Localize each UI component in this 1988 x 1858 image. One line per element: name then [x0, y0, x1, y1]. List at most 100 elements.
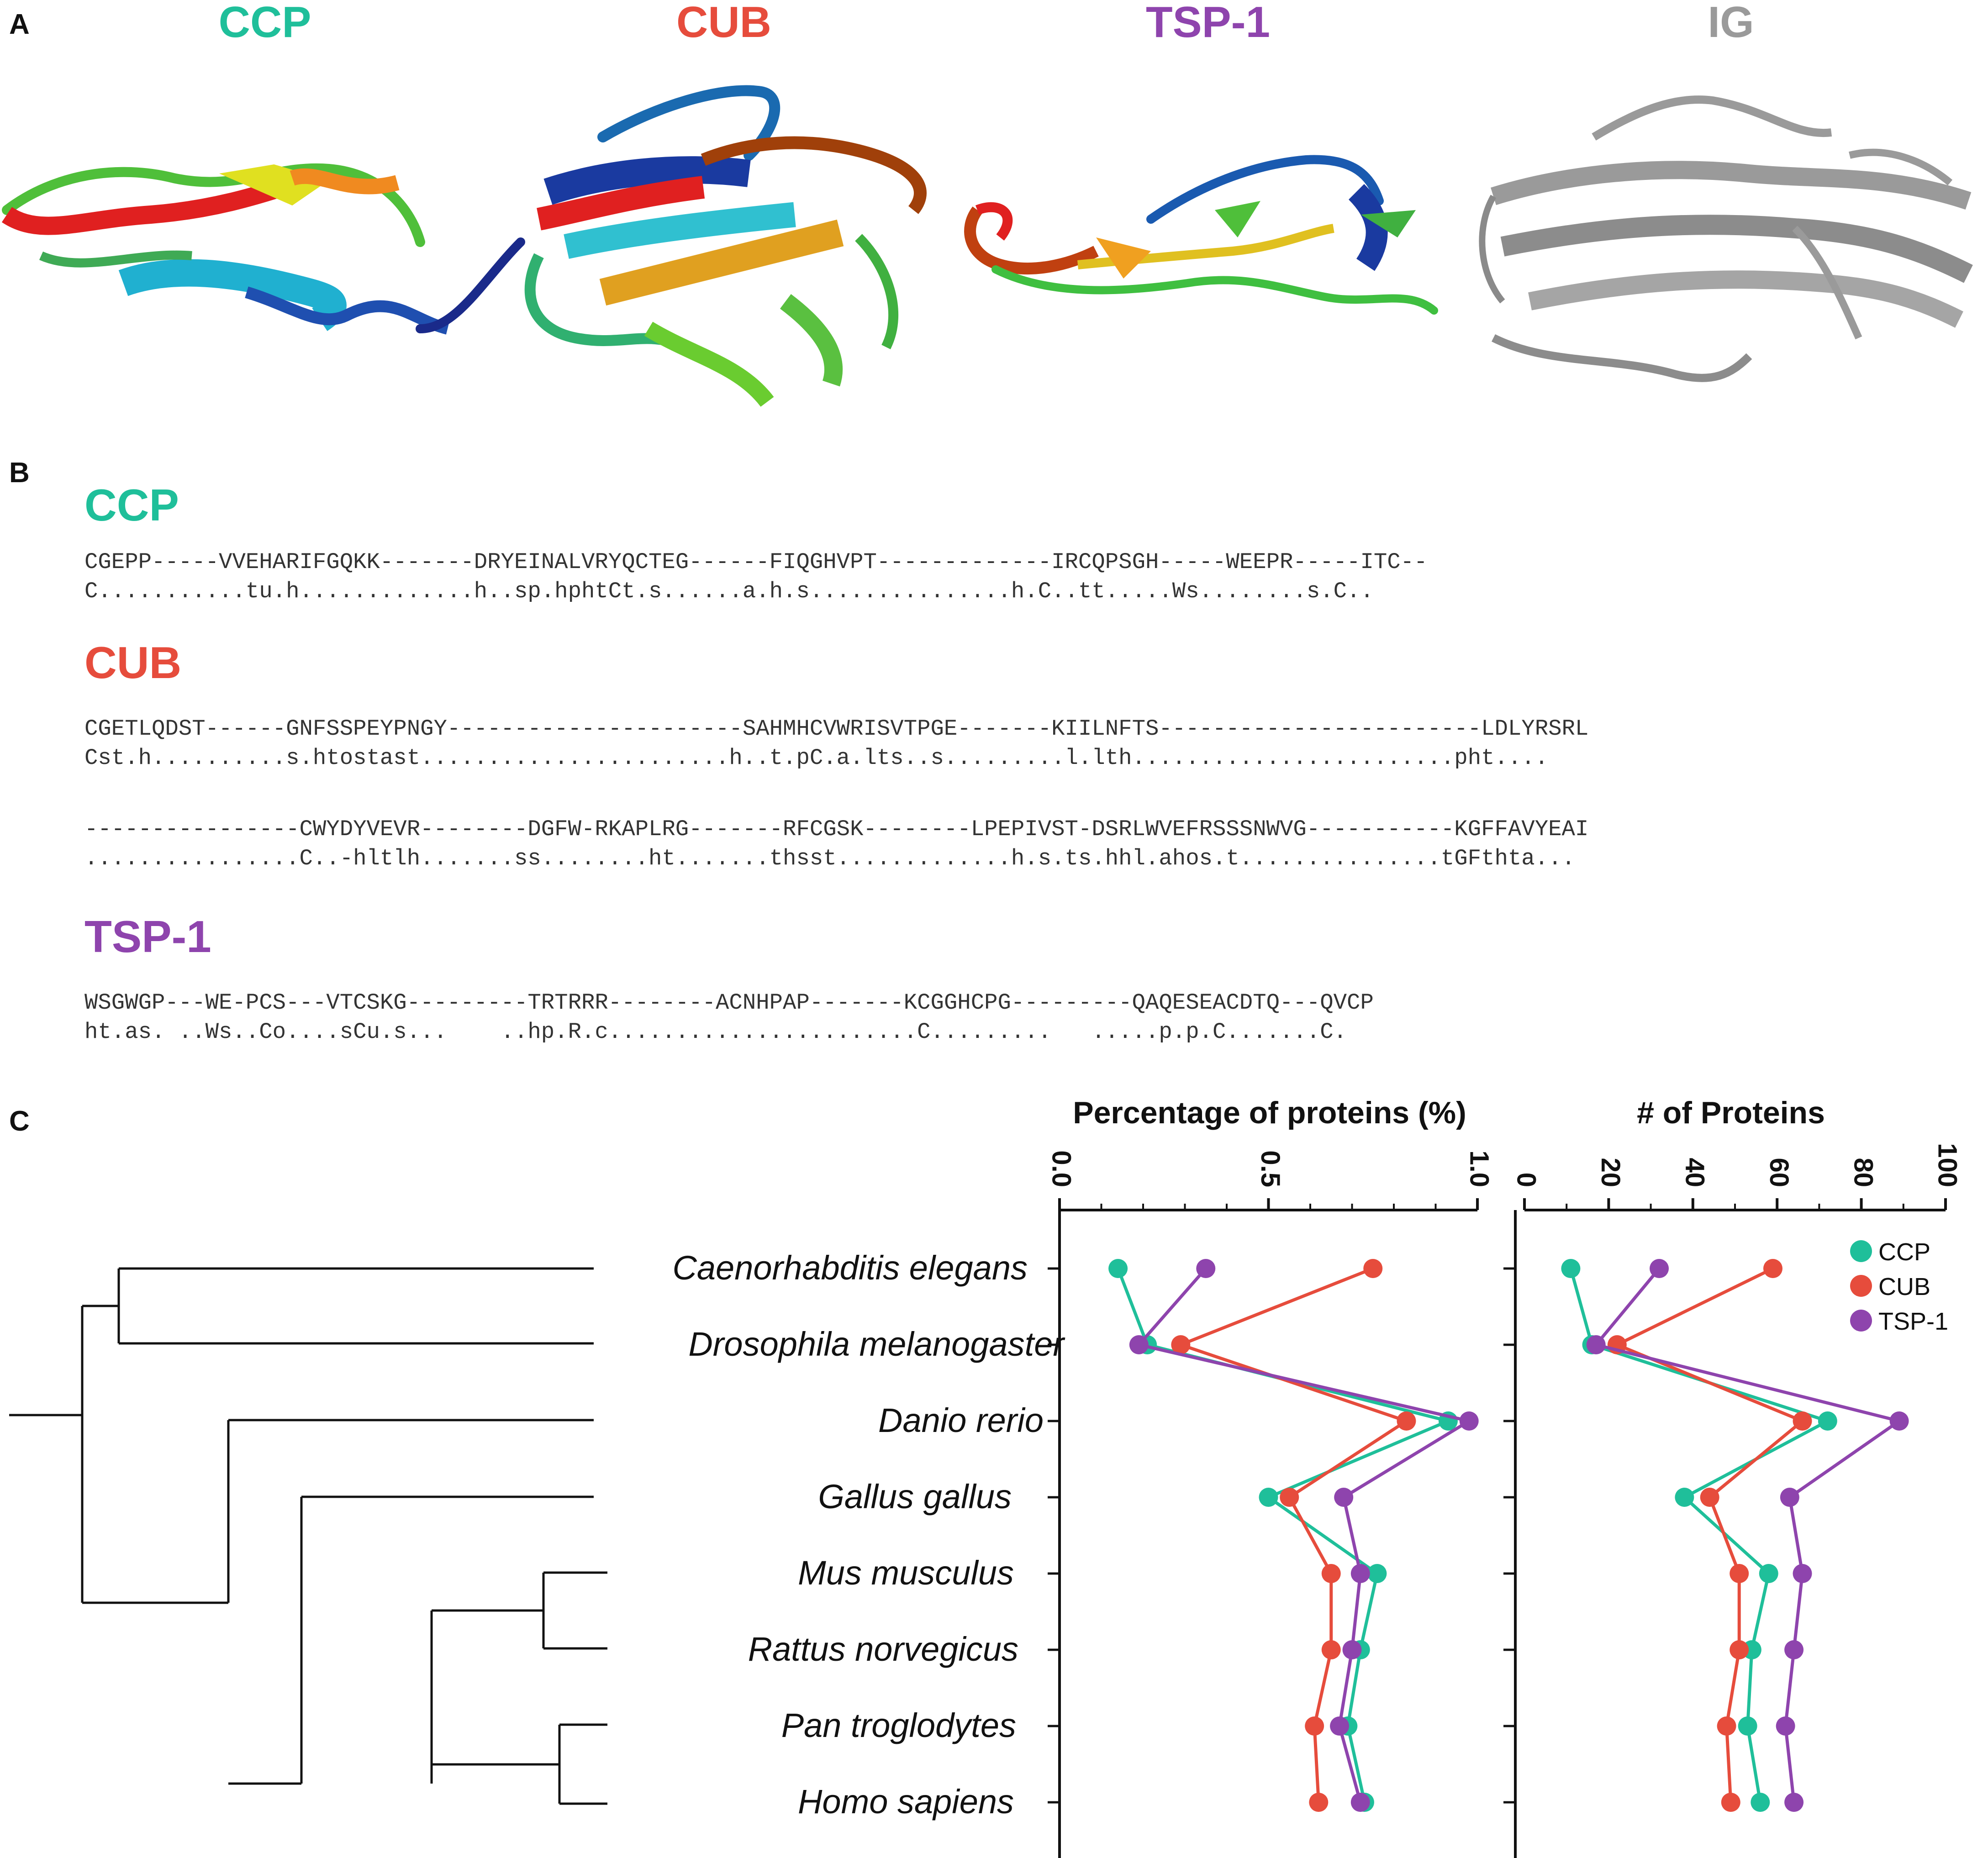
panel-label-c: C — [9, 1105, 30, 1137]
series-line — [1593, 1267, 1903, 1803]
structure-label-ccp: CCP — [218, 0, 311, 47]
data-point — [1321, 1640, 1341, 1659]
data-point — [1776, 1716, 1795, 1736]
series-line — [1176, 1267, 1410, 1803]
cub-consensus-2: ................C..-hltlh.......ss......… — [84, 846, 1575, 871]
series-line — [1569, 1268, 1832, 1803]
x-tick-label: 40 — [1680, 1158, 1709, 1187]
data-point — [1342, 1640, 1362, 1659]
species-label: Danio rerio — [878, 1401, 1044, 1439]
data-point — [1730, 1564, 1749, 1583]
data-point — [1793, 1411, 1812, 1431]
data-point — [1367, 1564, 1387, 1583]
phylogenetic-tree — [9, 1267, 607, 1805]
data-point — [1171, 1335, 1191, 1354]
data-point — [1363, 1259, 1383, 1278]
data-point — [1793, 1564, 1812, 1583]
x-tick-label: 20 — [1596, 1158, 1625, 1187]
ccp-consensus: C...........tu.h.............h..sp.hphtC… — [84, 579, 1374, 604]
legend-marker — [1850, 1275, 1872, 1297]
data-point — [1738, 1716, 1757, 1736]
ccp-alignment-title: CCP — [84, 480, 179, 530]
species-label: Homo sapiens — [798, 1783, 1014, 1821]
data-point — [1280, 1488, 1299, 1507]
legend-marker — [1850, 1240, 1872, 1262]
data-point — [1759, 1564, 1778, 1583]
data-point — [1305, 1716, 1324, 1736]
cub-structure-image — [524, 85, 927, 407]
species-label: Drosophila melanogaster — [688, 1325, 1065, 1363]
chart-title: Percentage of proteins (%) — [1073, 1095, 1466, 1130]
data-point — [1586, 1335, 1606, 1354]
species-label: Pan troglodytes — [781, 1706, 1016, 1744]
tree-branch — [9, 1267, 594, 1603]
data-point — [1259, 1488, 1278, 1507]
ccp-sequence: CGEPP-----VVEHARIFGQKK-------DRYEINALVRY… — [84, 549, 1428, 575]
chart-title: # of Proteins — [1637, 1095, 1825, 1130]
data-point — [1650, 1259, 1669, 1278]
x-tick-label: 1.0 — [1465, 1150, 1494, 1187]
panel-label-a: A — [9, 9, 30, 40]
data-point — [1730, 1640, 1749, 1659]
ig-structure-image — [1479, 95, 1973, 382]
legend-label: CUB — [1878, 1273, 1930, 1300]
panel-label-b: B — [9, 457, 30, 489]
data-point — [1196, 1259, 1216, 1278]
cub-alignment-title: CUB — [84, 637, 182, 688]
data-point — [1108, 1259, 1128, 1278]
legend-label: TSP-1 — [1878, 1308, 1948, 1335]
data-point — [1561, 1259, 1581, 1278]
species-label: Caenorhabditis elegans — [672, 1249, 1028, 1287]
tsp1-alignment-title: TSP-1 — [84, 911, 211, 962]
data-point — [1784, 1640, 1804, 1659]
series-line — [1136, 1267, 1473, 1803]
data-point — [1129, 1335, 1149, 1354]
cub-sequence-2: ----------------CWYDYVEVR--------DGFW-RK… — [84, 816, 1589, 842]
data-point — [1780, 1488, 1799, 1507]
data-point — [1330, 1716, 1350, 1736]
x-tick-label: 60 — [1764, 1158, 1794, 1187]
data-point — [1334, 1488, 1354, 1507]
structure-label-tsp1: TSP-1 — [1145, 0, 1271, 47]
tsp1-consensus: ht.as. ..Ws..Co....sCu.s... ..hp.R.c....… — [84, 1019, 1347, 1045]
data-point — [1717, 1716, 1736, 1736]
cub-sequence-1: CGETLQDST------GNFSSPEYPNGY-------------… — [84, 716, 1589, 742]
data-point — [1751, 1793, 1770, 1812]
ccp-structure-image — [1, 163, 525, 335]
data-point — [1721, 1793, 1740, 1812]
legend-marker — [1850, 1310, 1872, 1332]
data-point — [1309, 1793, 1329, 1812]
tree-branch — [432, 1723, 607, 1805]
series-line — [1116, 1268, 1453, 1803]
species-label: Gallus gallus — [818, 1478, 1012, 1516]
species-label: Mus musculus — [798, 1554, 1014, 1592]
data-point — [1700, 1488, 1719, 1507]
data-point — [1397, 1411, 1416, 1431]
data-point — [1889, 1411, 1909, 1431]
tree-branch — [430, 1571, 607, 1784]
tree-branch — [82, 1419, 594, 1604]
structure-label-cub: CUB — [676, 0, 771, 47]
data-point — [1784, 1793, 1804, 1812]
structure-label-ig: IG — [1708, 0, 1754, 47]
x-tick-label: 0.5 — [1255, 1150, 1285, 1187]
x-tick-label: 0.0 — [1047, 1150, 1076, 1187]
data-point — [1459, 1411, 1479, 1431]
legend-label: CCP — [1878, 1238, 1930, 1266]
data-point — [1763, 1259, 1782, 1278]
data-point — [1321, 1564, 1341, 1583]
charts-group: Percentage of proteins (%) 0.0 0.5 1.0 # of … — [1047, 1095, 1962, 1858]
x-tick-label: 100 — [1933, 1143, 1962, 1187]
tsp1-sequence: WSGWGP---WE-PCS---VTCSKG---------TRTRRR-… — [84, 990, 1374, 1016]
x-tick-label: 0 — [1512, 1173, 1541, 1187]
data-point — [1350, 1564, 1370, 1583]
tsp1-structure-image — [964, 155, 1438, 315]
series-line — [1613, 1267, 1806, 1803]
data-point — [1350, 1793, 1370, 1812]
tree-branch — [228, 1495, 594, 1785]
cub-consensus-1: Cst.h..........s.htostast...............… — [84, 745, 1549, 771]
x-tick-label: 80 — [1848, 1158, 1878, 1187]
data-point — [1818, 1411, 1837, 1431]
